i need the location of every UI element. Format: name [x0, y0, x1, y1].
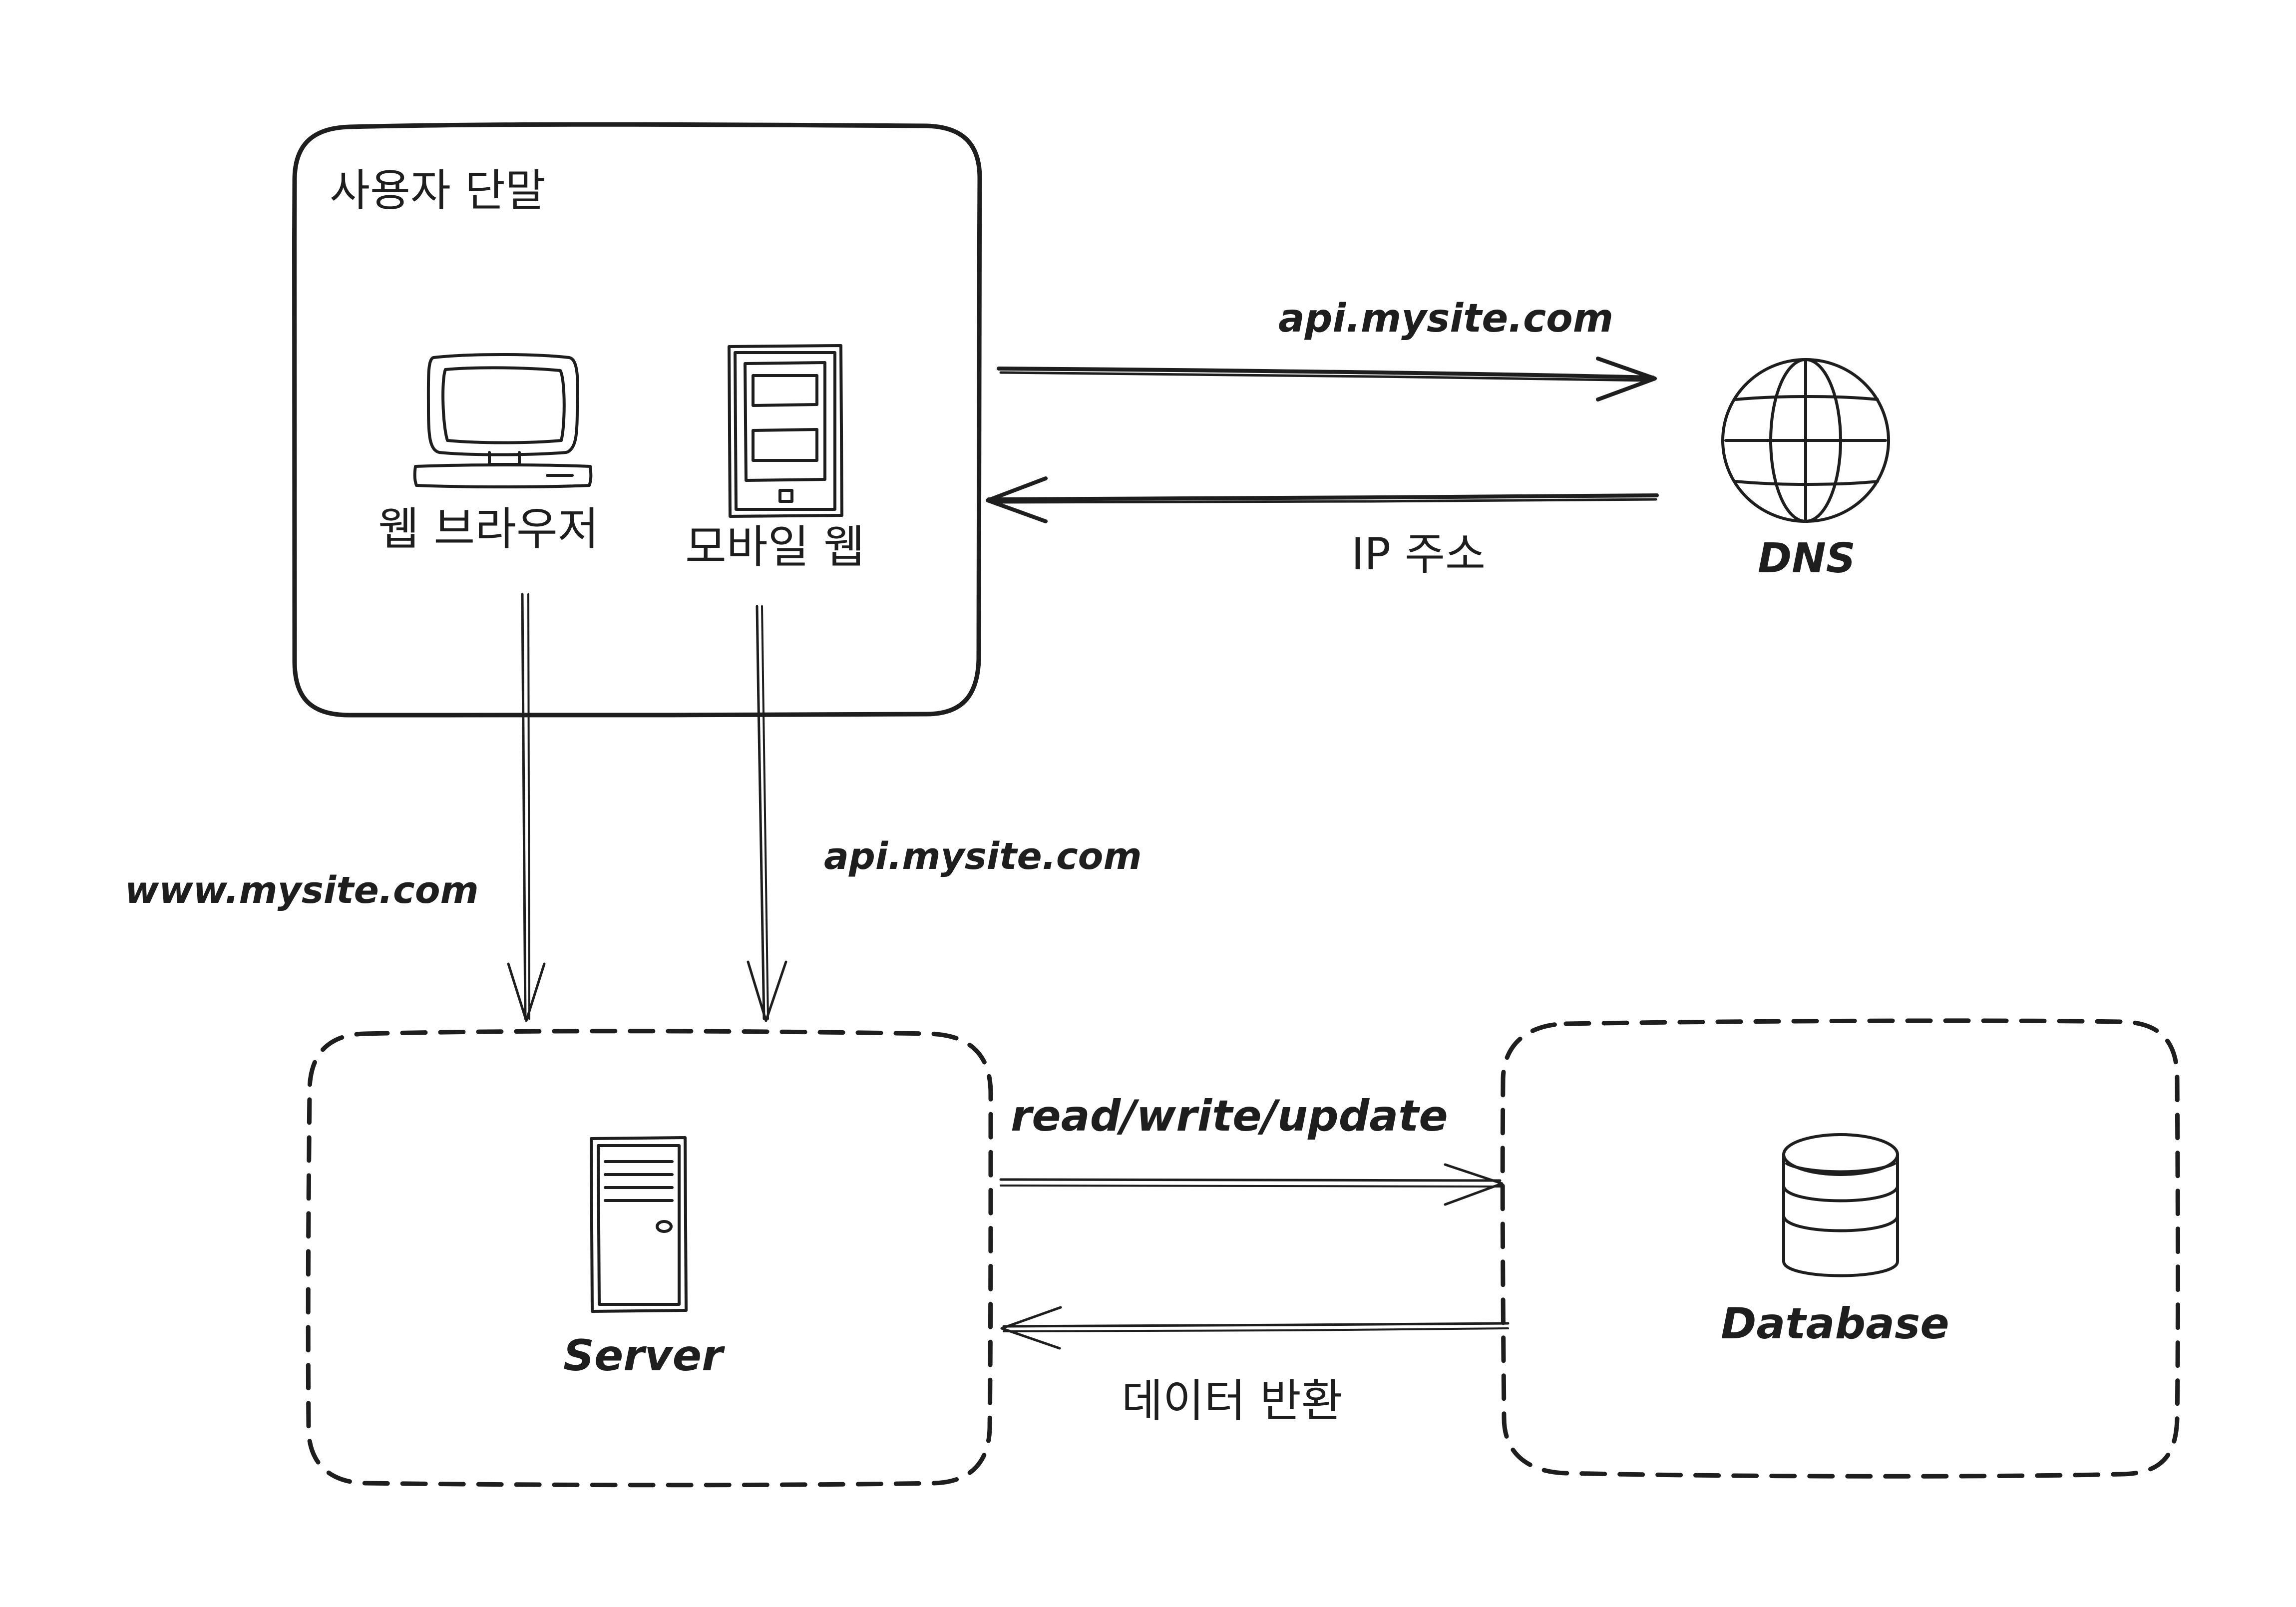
from-dns-label: IP 주소 — [1351, 528, 1486, 580]
arrow-mobile-to-server-head — [747, 960, 787, 1022]
edge-browser-to-server: www.mysite.com — [125, 593, 546, 1022]
arrow-mobile-to-server-shaft-2 — [761, 605, 769, 1020]
db-to-server-label: 데이터 반환 — [1122, 1375, 1343, 1427]
database-label: Database — [1721, 1299, 1949, 1349]
database-group: Database — [1500, 1018, 2180, 1479]
arrow-server-to-db-shaft-2 — [1000, 1185, 1501, 1188]
arrow-browser-to-server-shaft-2 — [527, 593, 530, 1020]
mobile-phone-icon — [728, 344, 843, 518]
database-box — [1500, 1018, 2180, 1479]
arrow-browser-to-server-head — [507, 962, 546, 1022]
database-icon — [1782, 1133, 1899, 1277]
arrow-from-dns — [987, 493, 1659, 501]
globe-icon — [1721, 358, 1890, 523]
user-device-title: 사용자 단말 — [330, 165, 546, 216]
web-browser-label: 웹 브라우저 — [378, 503, 599, 555]
dns-label: DNS — [1758, 535, 1856, 582]
server-icon — [590, 1136, 688, 1313]
edge-server-to-db: read/write/update — [999, 1091, 1504, 1206]
server-to-db-label: read/write/update — [1011, 1091, 1448, 1141]
arrow-server-to-db — [999, 1178, 1502, 1182]
arrow-to-dns-head — [1596, 357, 1657, 402]
browser-to-server-label: www.mysite.com — [125, 869, 479, 912]
arrow-mobile-to-server — [756, 605, 765, 1020]
desktop-computer-icon — [413, 353, 593, 488]
edge-mobile-to-server: api.mysite.com — [747, 605, 1142, 1022]
mobile-web-label: 모바일 웹 — [685, 521, 865, 573]
edge-db-to-server: 데이터 반환 — [1000, 1306, 1510, 1427]
edge-from-dns: IP 주소 — [986, 476, 1659, 580]
to-dns-label: api.mysite.com — [1278, 296, 1613, 341]
arrow-to-dns — [997, 367, 1655, 380]
arrow-db-to-server — [1002, 1322, 1510, 1328]
edge-to-dns: api.mysite.com — [997, 296, 1657, 402]
arrow-server-to-db-head — [1444, 1163, 1504, 1206]
user-device-box — [292, 122, 982, 718]
dns-group: DNS — [1721, 358, 1890, 582]
server-box — [306, 1029, 993, 1488]
arrow-browser-to-server — [521, 593, 527, 1020]
user-device-group: 사용자 단말 웹 브라우저 모바일 웹 — [292, 122, 982, 718]
arrow-db-to-server-shaft-2 — [1003, 1327, 1509, 1332]
arrow-to-dns-shaft-2 — [999, 371, 1652, 382]
arrow-from-dns-head — [986, 476, 1048, 523]
server-group: Server — [306, 1029, 993, 1488]
arrow-from-dns-shaft-2 — [990, 498, 1657, 504]
server-label: Server — [563, 1331, 725, 1381]
mobile-to-server-label: api.mysite.com — [824, 835, 1142, 878]
arrow-db-to-server-head — [1000, 1306, 1062, 1350]
